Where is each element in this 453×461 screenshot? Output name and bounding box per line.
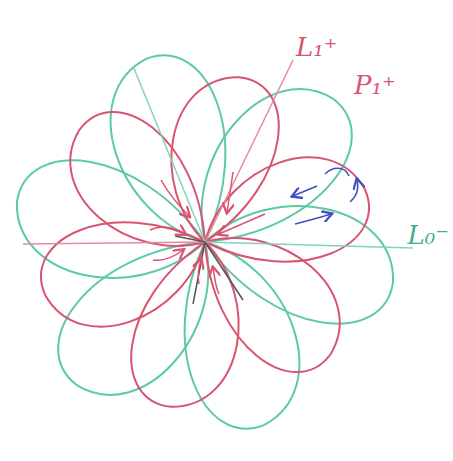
pink-petals bbox=[31, 64, 380, 420]
blue-arrows bbox=[293, 168, 358, 224]
curve-label: P₁⁺ bbox=[354, 72, 396, 98]
green-petals bbox=[3, 44, 407, 441]
rays bbox=[23, 60, 413, 304]
flow-arrows bbox=[150, 172, 265, 294]
curve-label: L₁⁺ bbox=[296, 34, 337, 60]
curve-label: L₀⁻ bbox=[408, 222, 449, 248]
